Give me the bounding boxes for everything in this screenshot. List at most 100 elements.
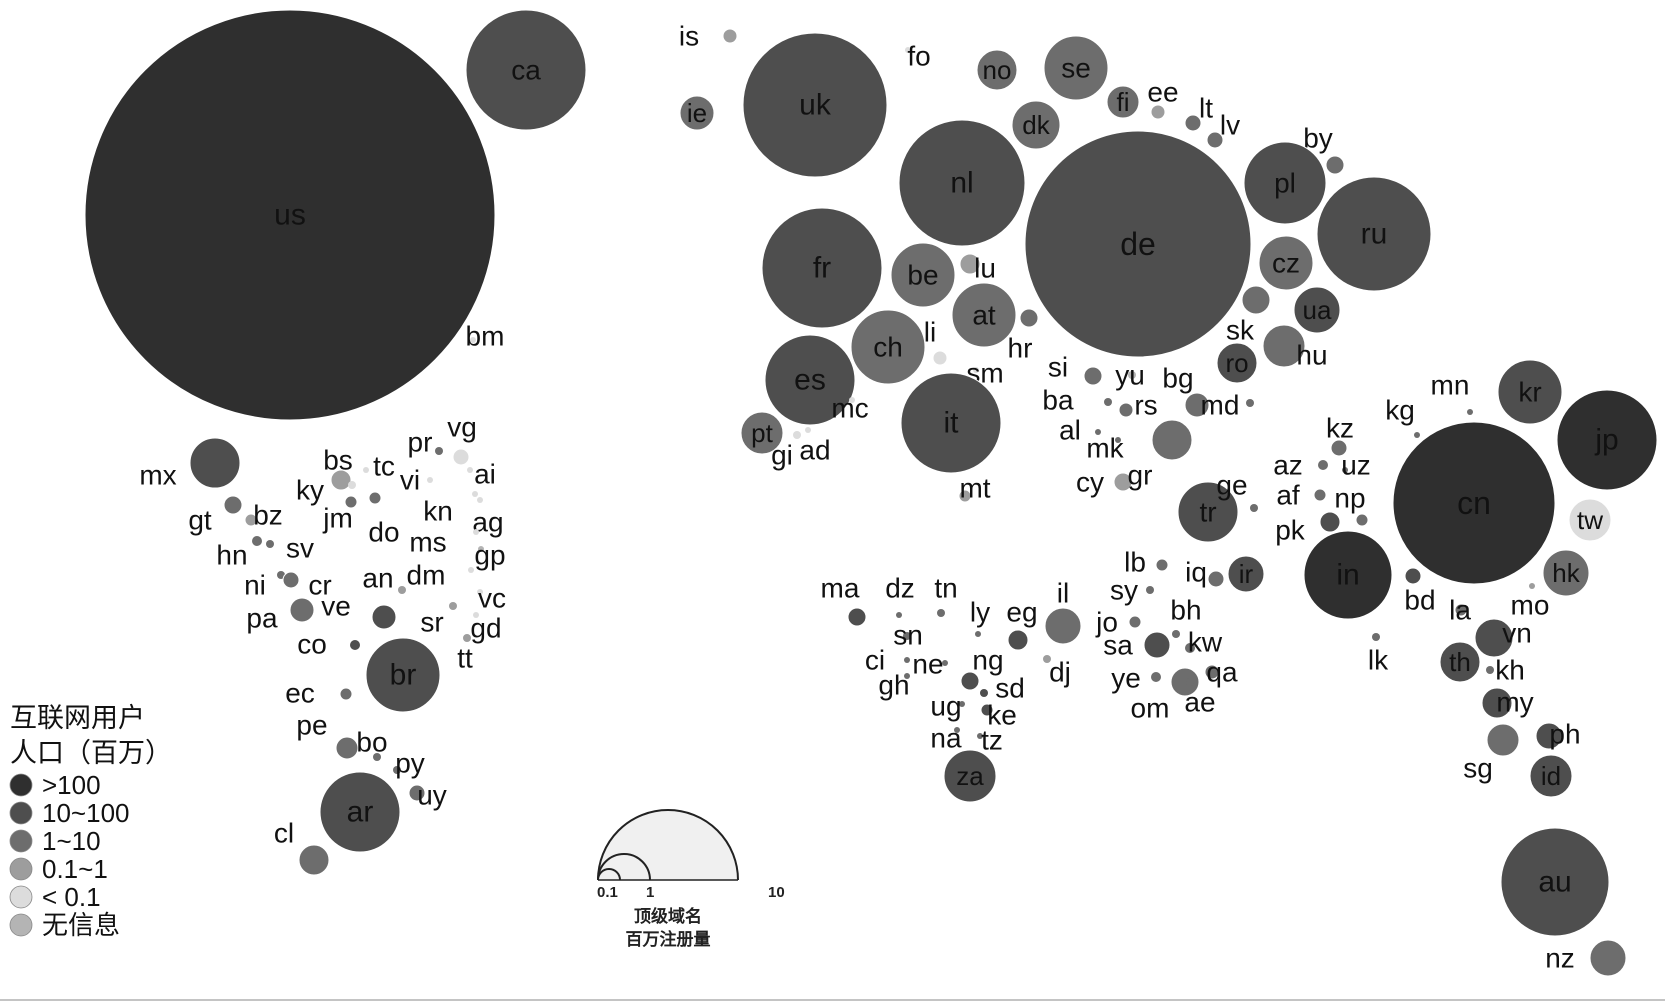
- country-bubble-hu: [1262, 324, 1306, 368]
- country-bubble-ng: [960, 671, 980, 691]
- scale-tick-10: 10: [768, 884, 785, 901]
- country-bubble-kg: [1414, 432, 1420, 438]
- legend-title-line2: 人口（百万）: [10, 738, 172, 768]
- country-bubble-an: [398, 586, 406, 594]
- country-bubble-tz: [977, 733, 983, 739]
- country-label-sa: sa: [1103, 630, 1133, 661]
- country-bubble-ae: [1186, 678, 1194, 686]
- country-label-nz: nz: [1545, 943, 1575, 974]
- country-bubble-fo: [905, 47, 911, 53]
- size-scale: 0.1 1 10 顶级域名 百万注册量: [592, 809, 785, 960]
- country-bubble-ee: [1150, 104, 1166, 120]
- country-bubble-kn: [472, 491, 478, 497]
- country-bubble-tn: [937, 609, 945, 617]
- country-label-sv: sv: [286, 533, 314, 564]
- country-bubble-ve: [371, 604, 397, 630]
- country-bubble-jo: [1128, 615, 1142, 629]
- country-label-ar: ar: [347, 796, 374, 829]
- country-bubble-fi: [1106, 85, 1140, 119]
- country-label-sr: sr: [420, 607, 443, 638]
- country-bubble-tt: [463, 634, 471, 642]
- country-bubble-dm: [468, 567, 474, 573]
- country-label-ge: ge: [1216, 470, 1247, 501]
- country-bubble-hr: [1019, 308, 1039, 328]
- country-label-ca: ca: [511, 55, 541, 86]
- country-label-ai: ai: [474, 459, 496, 490]
- country-label-bh: bh: [1170, 595, 1201, 626]
- country-label-ni: ni: [244, 570, 266, 601]
- country-bubble-tc: [363, 467, 369, 473]
- country-bubble-pe: [335, 736, 359, 760]
- country-bubble-bo: [373, 753, 381, 761]
- country-label-hk: hk: [1552, 558, 1580, 588]
- country-label-mt: mt: [959, 473, 990, 504]
- country-label-vc: vc: [478, 583, 506, 614]
- country-bubble-nl: [898, 119, 1026, 247]
- country-label-np: np: [1334, 483, 1365, 514]
- country-label-cl: cl: [274, 818, 294, 849]
- country-label-kg: kg: [1385, 395, 1415, 426]
- country-bubble-ad: [805, 427, 811, 433]
- country-label-pt: pt: [751, 418, 773, 448]
- country-label-al: al: [1059, 415, 1081, 446]
- country-bubble-my: [1481, 687, 1513, 719]
- country-label-af: af: [1276, 480, 1300, 511]
- country-label-ae: ae: [1184, 687, 1215, 718]
- country-bubble-nz: [1589, 939, 1627, 977]
- country-label-md: md: [1201, 390, 1240, 421]
- country-label-ir: ir: [1239, 559, 1254, 589]
- country-label-il: il: [1057, 578, 1069, 609]
- country-label-bg: bg: [1162, 363, 1193, 394]
- country-label-gd: gd: [470, 613, 501, 644]
- country-label-gh: gh: [878, 670, 909, 701]
- country-label-fr: fr: [813, 252, 831, 285]
- country-bubble-vi: [427, 477, 433, 483]
- country-bubble-qa: [1204, 664, 1220, 680]
- country-label-mk: mk: [1086, 433, 1124, 464]
- scale-title-line2: 百万注册量: [626, 929, 711, 949]
- country-label-de: de: [1120, 226, 1156, 262]
- country-label-ci: ci: [865, 645, 885, 676]
- country-bubble-cn: [1392, 421, 1556, 585]
- country-label-py: py: [395, 748, 425, 779]
- legend-swatch-0: [9, 773, 33, 797]
- country-label-ye: ye: [1111, 663, 1141, 694]
- country-bubble-vc: [477, 589, 483, 595]
- legend-swatch-4: [9, 885, 33, 909]
- country-label-jm: jm: [322, 503, 353, 534]
- country-label-kw: kw: [1188, 627, 1223, 658]
- country-bubble-co: [350, 640, 360, 650]
- country-bubble-ai: [467, 467, 473, 473]
- country-label-lv: lv: [1220, 110, 1240, 141]
- country-bubble-vg: [452, 448, 470, 466]
- country-bubble-uk: [742, 32, 888, 178]
- country-bubble-li: [932, 350, 948, 366]
- country-label-mc: mc: [831, 393, 868, 424]
- country-label-sn: sn: [893, 620, 923, 651]
- country-label-yu: yu: [1115, 360, 1145, 391]
- country-label-ec: ec: [285, 678, 315, 709]
- country-label-lt: lt: [1199, 93, 1213, 124]
- legend-label-5: 无信息: [42, 910, 120, 940]
- country-bubble-il: [1044, 607, 1082, 645]
- country-bubble-cz: [1258, 235, 1314, 291]
- country-label-hn: hn: [216, 540, 247, 571]
- country-bubble-ph: [1535, 722, 1563, 750]
- country-label-au: au: [1538, 866, 1571, 899]
- country-bubble-eg: [1007, 629, 1029, 651]
- country-bubble-is: [722, 28, 738, 44]
- country-bubble-lk: [1372, 633, 1380, 641]
- country-bubble-gp: [478, 546, 484, 552]
- country-bubble-ca: [465, 9, 587, 131]
- country-label-tn: tn: [934, 573, 957, 604]
- country-bubble-om: [1170, 667, 1200, 697]
- country-bubble-es: [764, 334, 856, 426]
- country-bubble-bs: [330, 469, 352, 491]
- country-label-za: za: [956, 761, 984, 791]
- country-bubble-us: [84, 9, 496, 421]
- country-bubble-ir: [1227, 555, 1265, 593]
- country-bubble-np: [1355, 513, 1369, 527]
- country-bubble-hn: [252, 536, 262, 546]
- country-label-gr: gr: [1128, 460, 1153, 491]
- country-label-vi: vi: [400, 465, 420, 496]
